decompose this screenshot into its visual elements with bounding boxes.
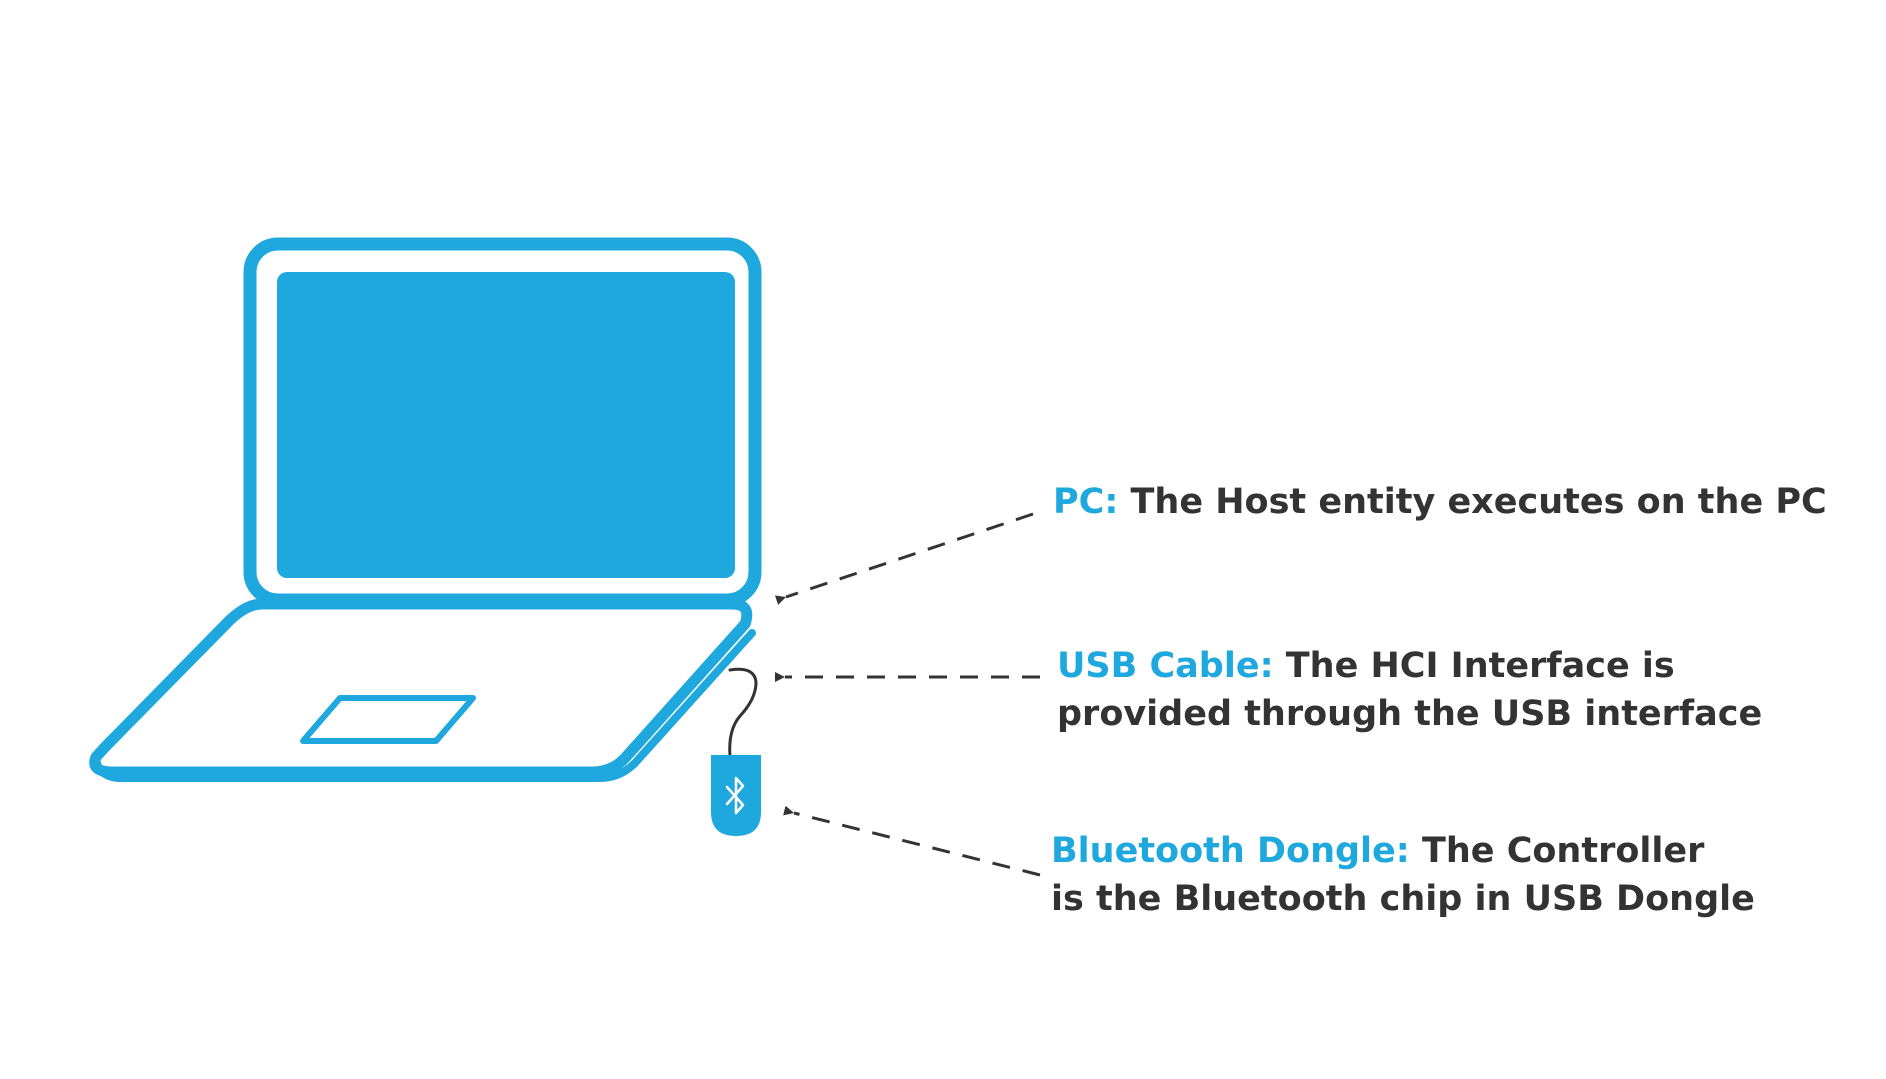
annotation-pc-key: PC: bbox=[1053, 482, 1119, 522]
usb-dongle-icon bbox=[711, 755, 761, 836]
annotation-dongle-line-1: Bluetooth Dongle: The Controller bbox=[1051, 827, 1755, 875]
annotation-usb-cable-text-1: The HCI Interface is bbox=[1273, 646, 1675, 686]
arrow-dongle bbox=[783, 805, 1041, 877]
laptop-front-edge bbox=[92, 629, 756, 782]
annotation-usb-cable-line-1: USB Cable: The HCI Interface is bbox=[1057, 642, 1762, 690]
annotation-dongle-text-2: is the Bluetooth chip in USB Dongle bbox=[1051, 879, 1755, 919]
laptop-icon bbox=[89, 237, 762, 782]
annotation-pc: PC: The Host entity executes on the PC bbox=[1053, 478, 1827, 526]
annotation-dongle-text-1: The Controller bbox=[1409, 831, 1705, 871]
annotation-usb-cable-text-2: provided through the USB interface bbox=[1057, 694, 1763, 734]
laptop-screen bbox=[277, 272, 735, 578]
annotation-usb-cable: USB Cable: The HCI Interface is provided… bbox=[1057, 642, 1762, 738]
bluetooth-icon bbox=[725, 776, 745, 815]
laptop-trackpad bbox=[300, 695, 476, 744]
annotation-dongle: Bluetooth Dongle: The Controller is the … bbox=[1051, 827, 1755, 923]
annotation-dongle-key: Bluetooth Dongle: bbox=[1051, 831, 1410, 871]
annotation-usb-cable-key: USB Cable: bbox=[1057, 646, 1274, 686]
annotation-pc-text: The Host entity executes on the PC bbox=[1118, 482, 1827, 522]
arrow-pc bbox=[774, 512, 1034, 605]
usb-cable bbox=[728, 667, 758, 758]
annotation-pc-line-1: PC: The Host entity executes on the PC bbox=[1053, 478, 1827, 526]
